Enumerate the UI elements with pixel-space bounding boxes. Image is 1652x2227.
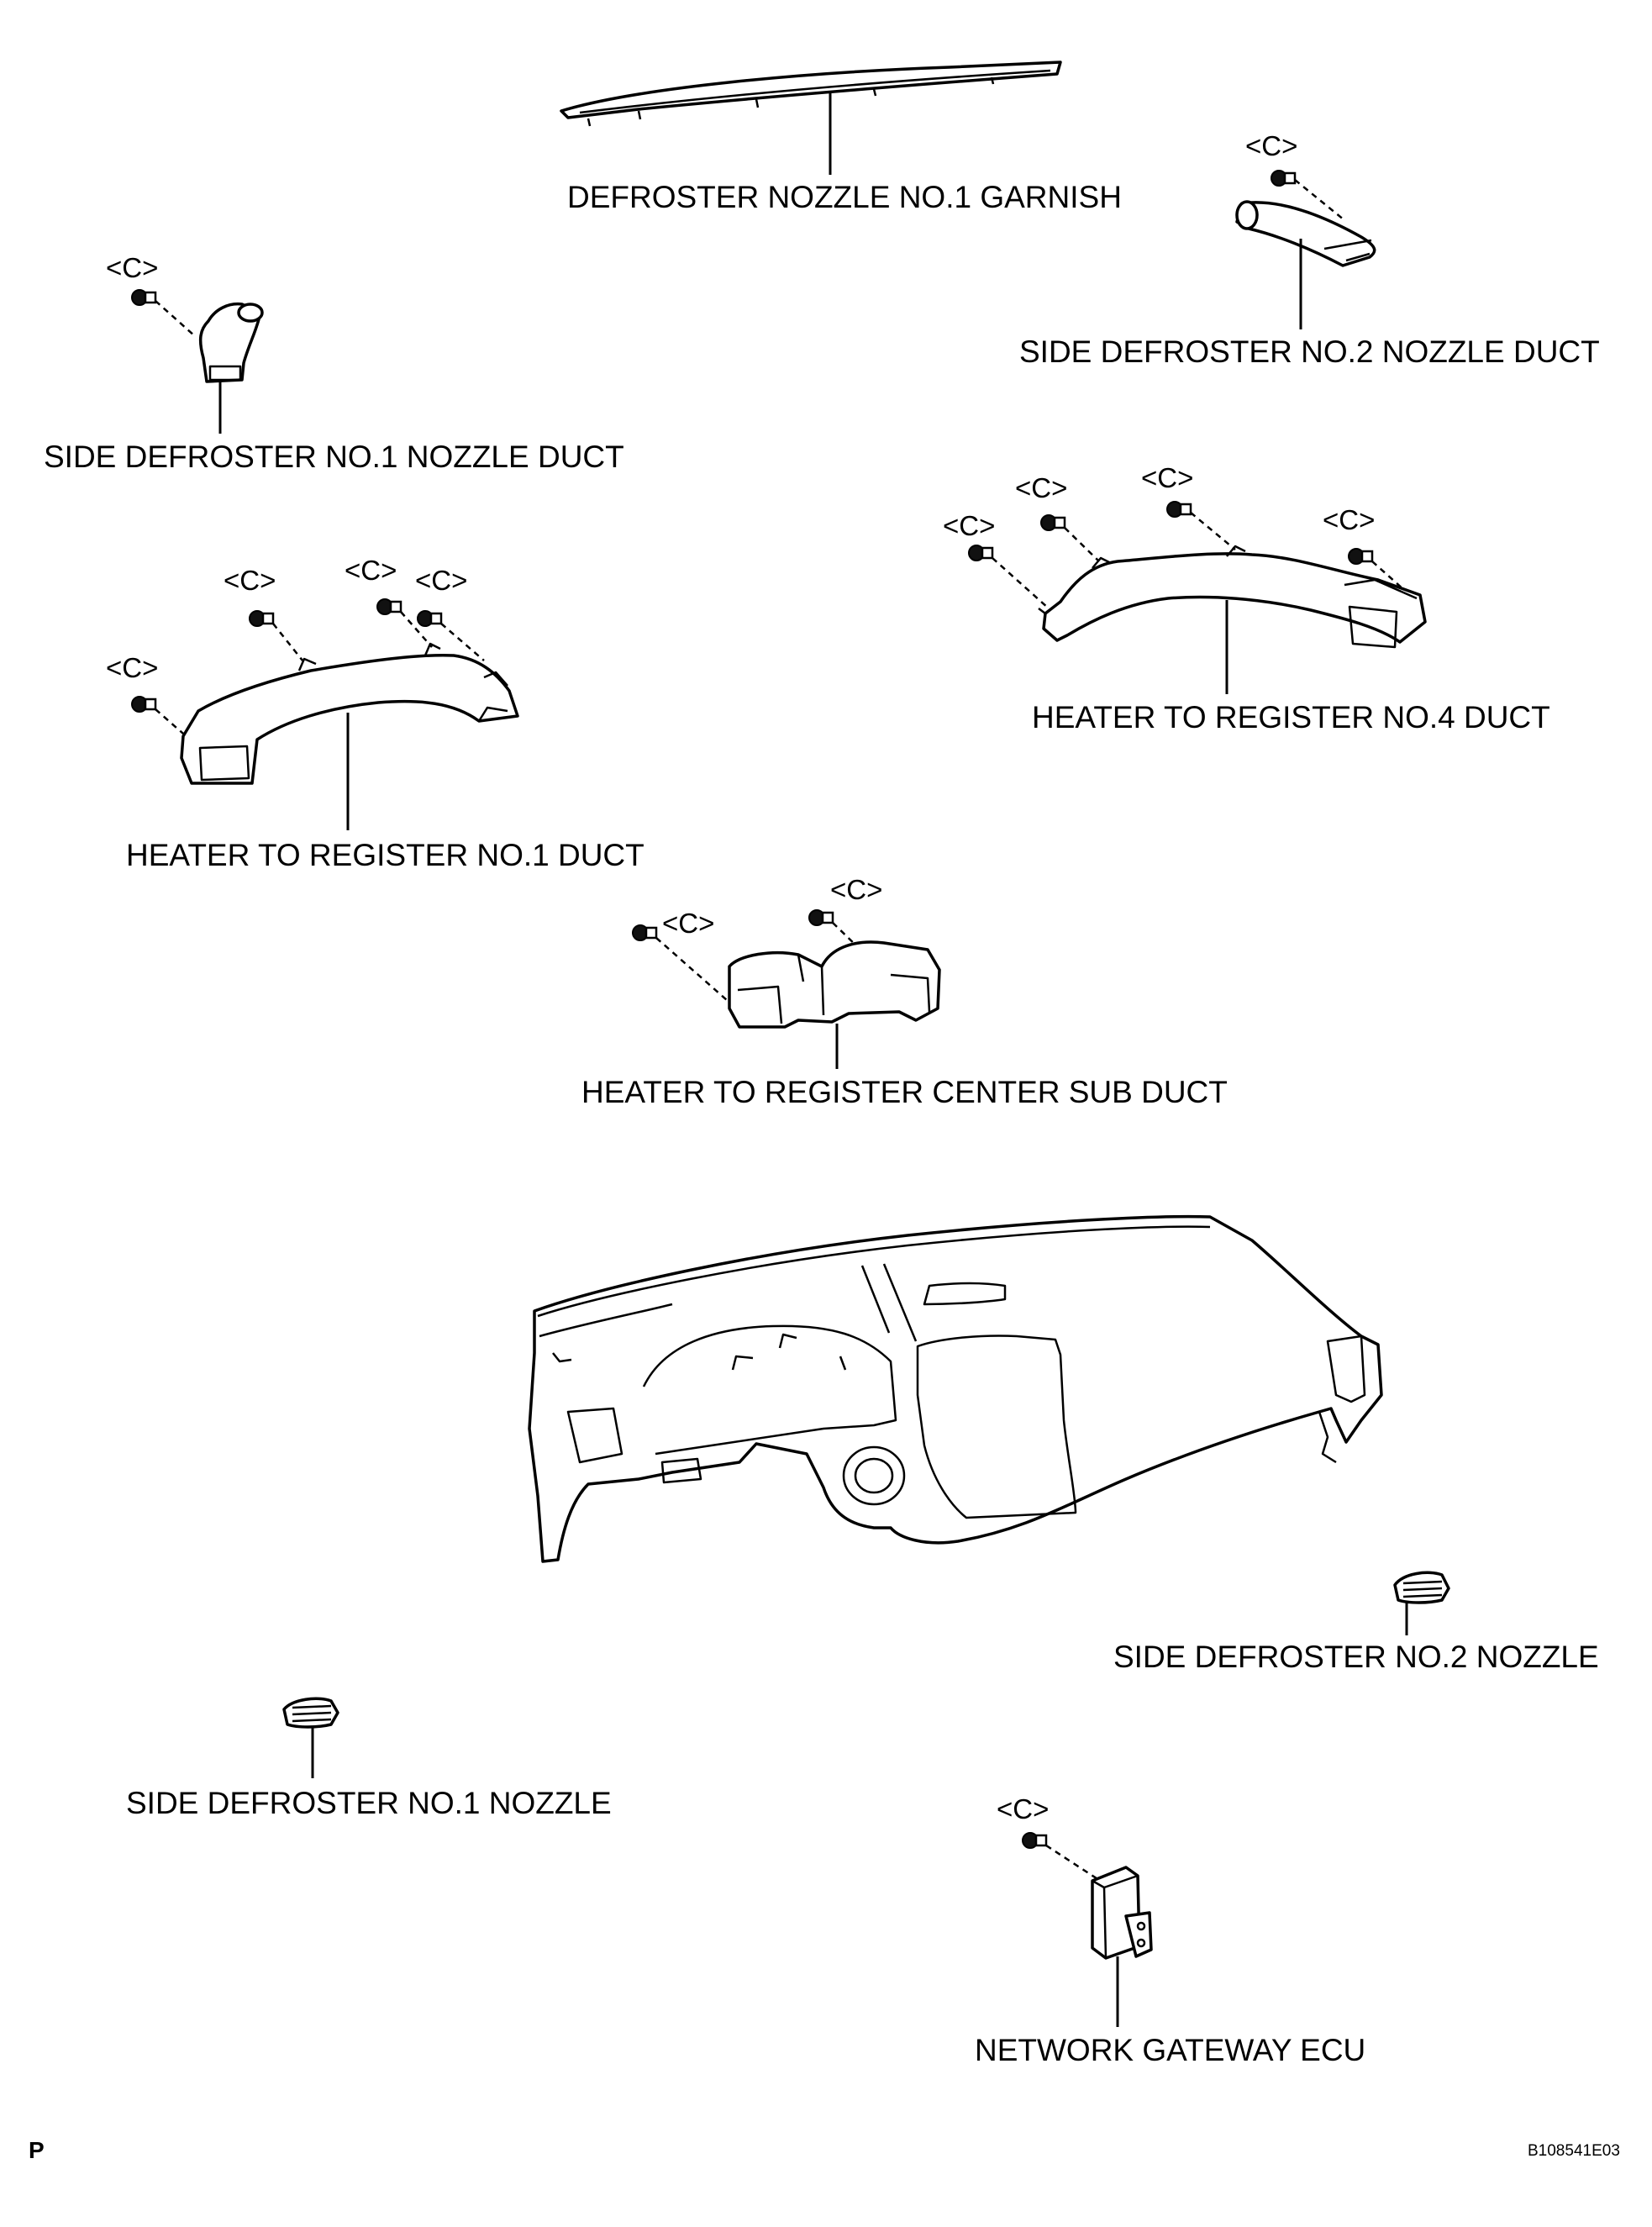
bolt-icon bbox=[131, 696, 157, 713]
fastener-code: <C> bbox=[106, 652, 158, 683]
bolt-icon bbox=[1348, 548, 1374, 565]
bolt-icon bbox=[808, 909, 834, 926]
bolt-icon bbox=[376, 598, 402, 615]
fastener-code: <C> bbox=[345, 555, 397, 586]
center-sub-duct-label: HEATER TO REGISTER CENTER SUB DUCT bbox=[581, 1075, 1228, 1109]
heater-register-no4-label: HEATER TO REGISTER NO.4 DUCT bbox=[1032, 700, 1550, 734]
fastener-code: <C> bbox=[106, 252, 158, 283]
heater-to-register-no1-duct bbox=[180, 642, 519, 785]
fastener-code: <C> bbox=[662, 908, 714, 939]
heater-to-register-no4-duct bbox=[1038, 545, 1427, 649]
bolt-icon bbox=[1166, 501, 1192, 518]
fastener-code: <C> bbox=[997, 1793, 1049, 1824]
fastener-code: <C> bbox=[1141, 462, 1193, 493]
side-defroster-no1-nozzle bbox=[282, 1697, 339, 1729]
bolt-icon bbox=[1271, 170, 1297, 187]
bolt-icon bbox=[968, 545, 994, 561]
page-marker: P bbox=[29, 2137, 45, 2163]
fastener-code: <C> bbox=[1245, 130, 1297, 161]
side-defroster-no2-nozzle-label: SIDE DEFROSTER NO.2 NOZZLE bbox=[1113, 1640, 1599, 1674]
side-defroster-no2-duct-label: SIDE DEFROSTER NO.2 NOZZLE DUCT bbox=[1019, 334, 1600, 369]
figure-code: B108541E03 bbox=[1528, 2142, 1620, 2160]
side-defroster-no2-nozzle bbox=[1393, 1571, 1450, 1604]
side-defroster-no1-duct-label: SIDE DEFROSTER NO.1 NOZZLE DUCT bbox=[44, 440, 624, 474]
fastener-code: <C> bbox=[415, 565, 467, 596]
fastener-code: <C> bbox=[1323, 504, 1375, 535]
network-gateway-ecu-label: NETWORK GATEWAY ECU bbox=[975, 2033, 1365, 2067]
garnish-label: DEFROSTER NOZZLE NO.1 GARNISH bbox=[567, 180, 1122, 214]
bolt-icon bbox=[1022, 1832, 1048, 1849]
bolt-icon bbox=[131, 289, 157, 306]
fastener-code: <C> bbox=[1015, 472, 1067, 503]
fastener-code: <C> bbox=[943, 510, 995, 541]
side-defroster-no1-nozzle-duct bbox=[198, 302, 264, 383]
network-gateway-ecu bbox=[1091, 1866, 1153, 1960]
side-defroster-no2-nozzle-duct bbox=[1235, 200, 1376, 267]
instrument-panel bbox=[528, 1214, 1383, 1563]
fastener-code: <C> bbox=[224, 565, 276, 596]
bolt-icon bbox=[632, 924, 658, 941]
defroster-nozzle-garnish bbox=[560, 61, 1062, 127]
bolt-icon bbox=[249, 610, 275, 627]
heater-to-register-center-sub-duct bbox=[728, 940, 941, 1029]
heater-register-no1-label: HEATER TO REGISTER NO.1 DUCT bbox=[126, 838, 644, 872]
bolt-icon bbox=[417, 610, 443, 627]
bolt-icon bbox=[1040, 514, 1066, 531]
side-defroster-no1-nozzle-label: SIDE DEFROSTER NO.1 NOZZLE bbox=[126, 1786, 612, 1820]
fastener-code: <C> bbox=[830, 874, 882, 905]
